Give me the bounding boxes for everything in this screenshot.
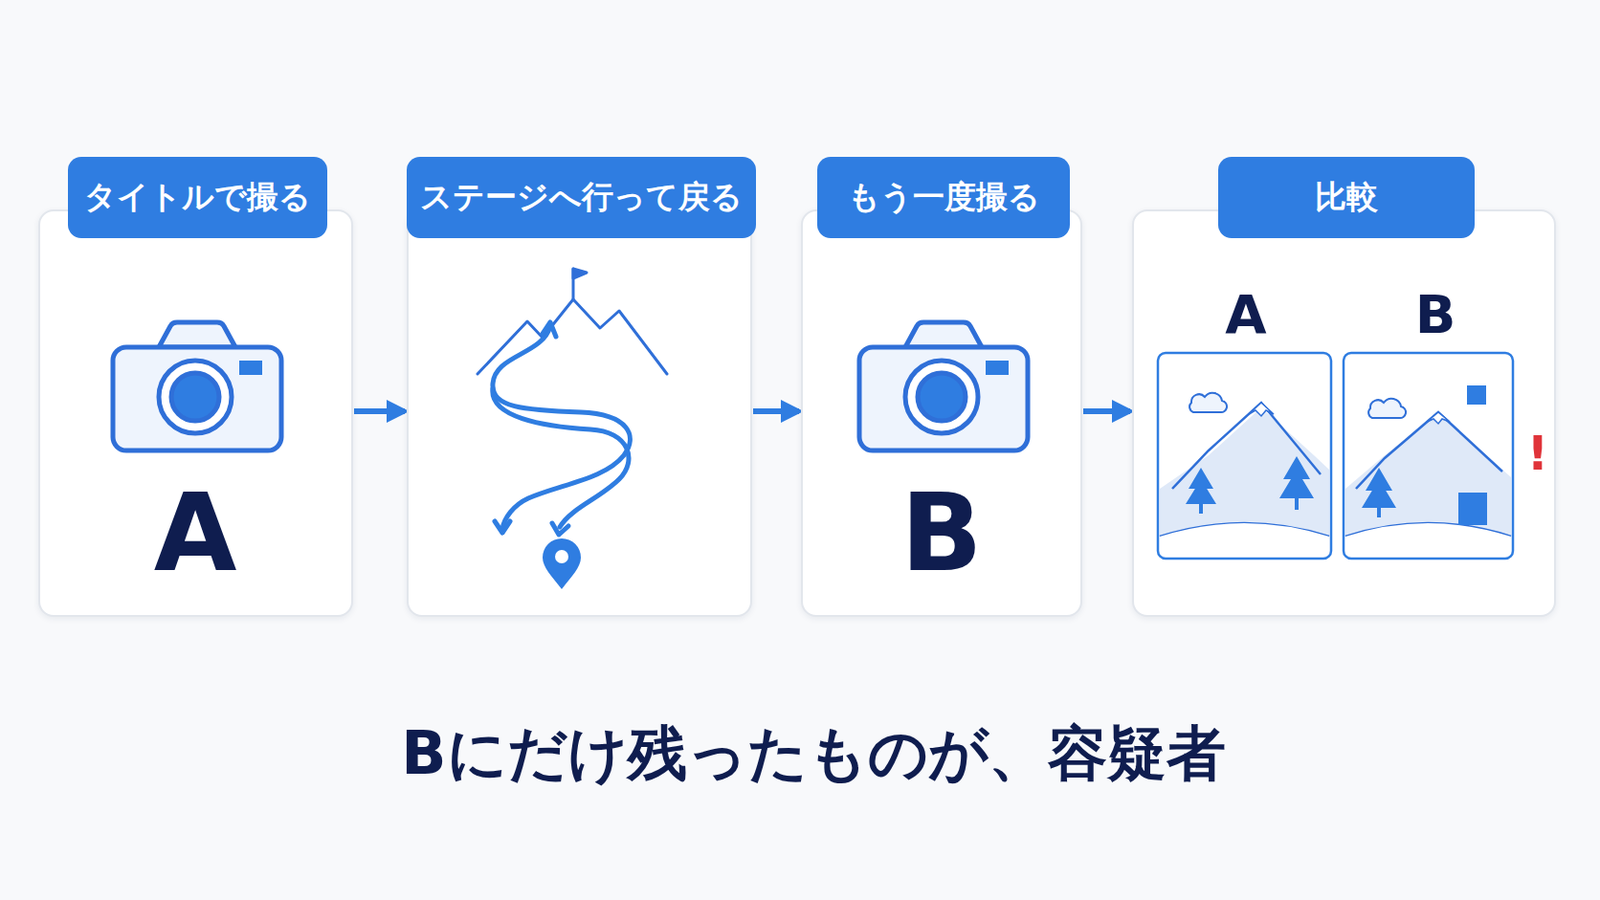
flow-arrow [1083, 408, 1131, 415]
thumbnail-label: B [1415, 288, 1457, 342]
step-panel: タイトルで撮るA [38, 209, 354, 618]
step-panel: 比較AB! [1132, 209, 1556, 618]
step-heading: タイトルで撮る [67, 156, 328, 239]
step-heading: 比較 [1218, 156, 1475, 239]
route-illustration [408, 211, 755, 620]
thumbnail-label: A [1224, 288, 1267, 342]
flow-arrow [354, 408, 405, 415]
step-heading: もう一度撮る [817, 156, 1070, 239]
photo-letter: B [900, 479, 982, 587]
caption: Bにだけ残ったものが、容疑者 [400, 724, 1225, 784]
photo-letter: A [154, 479, 238, 587]
step-heading: ステージへ行って戻る [406, 156, 756, 239]
comparison-thumbnails [1133, 211, 1558, 620]
flow-arrow [753, 408, 800, 415]
step-panel: ステージへ行って戻る [406, 209, 753, 618]
step-panel: もう一度撮るB [800, 209, 1083, 618]
alert-mark: ! [1527, 429, 1550, 478]
